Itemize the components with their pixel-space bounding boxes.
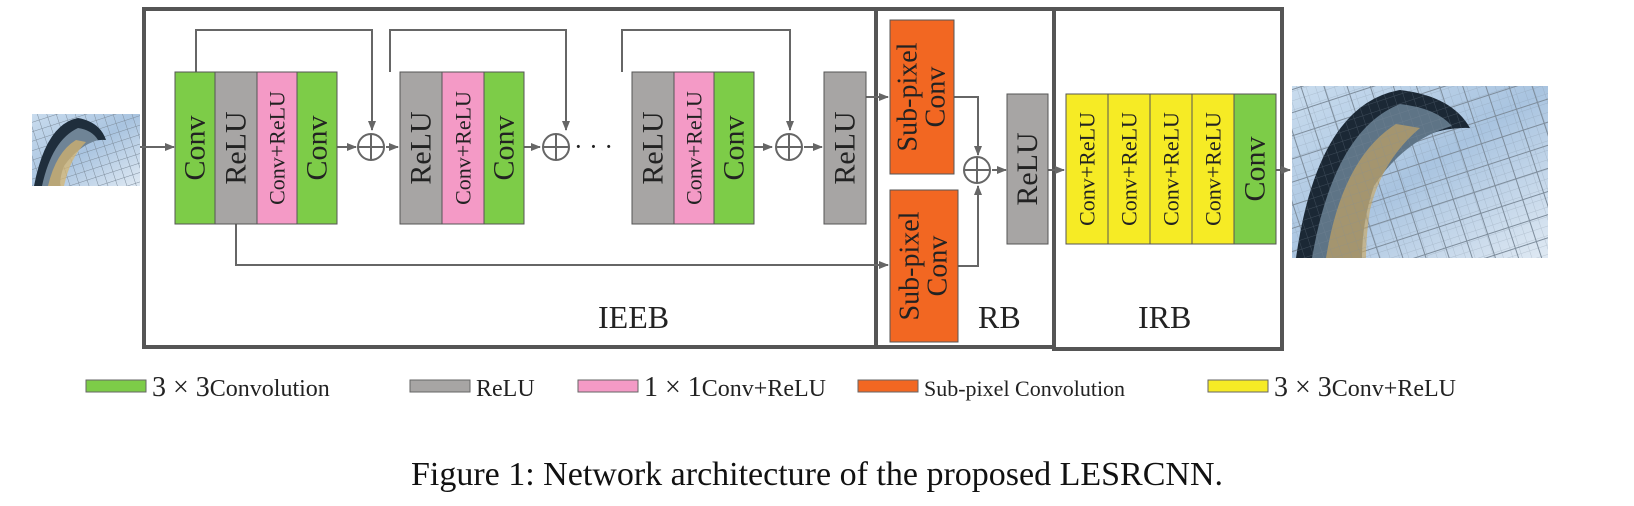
- relu-layer-label: ReLU: [220, 111, 253, 185]
- sum-node: [963, 156, 991, 184]
- conv3x3-relu-layer-box: [1149, 93, 1193, 245]
- subpixel-conv-layer-label: Sub-pixel: [895, 211, 926, 320]
- conv1x1-relu-layer-label: Conv+ReLU: [451, 91, 476, 205]
- legend-swatch: [857, 379, 919, 393]
- legend-label: ReLU: [476, 376, 535, 402]
- subpixel-conv-layer-box: [889, 189, 959, 343]
- conv-layer: Conv: [1233, 93, 1277, 245]
- relu-layer-label: ReLU: [829, 111, 862, 185]
- conv3x3-relu-layer-label: Conv+ReLU: [1075, 112, 1100, 226]
- conv-layer-label: Conv: [718, 115, 751, 180]
- connection-lines: [140, 29, 1291, 269]
- relu-layer-label: ReLU: [1011, 132, 1044, 206]
- legend-item: ReLU: [409, 376, 535, 402]
- output-image: [1292, 86, 1548, 258]
- conv-layer: Conv: [713, 71, 755, 225]
- legend-label: Sub-pixel Convolution: [924, 376, 1125, 401]
- conv-layer: Conv: [483, 71, 525, 225]
- legend-label: 3 × 3Conv+ReLU: [1274, 372, 1456, 403]
- conv1x1-relu-layer-label: Conv+ReLU: [682, 91, 707, 205]
- conv3x3-relu-layer: Conv+ReLU: [1191, 93, 1235, 245]
- subpixel-conv-layer-label: Conv: [923, 236, 954, 297]
- relu-layer-box: [399, 71, 443, 225]
- legend-swatch: [409, 379, 471, 393]
- conv3x3-relu-layer-box: [1191, 93, 1235, 245]
- sum-node: [775, 133, 803, 161]
- conv-layer: Conv: [296, 71, 338, 225]
- conv-layer-label: Conv: [179, 115, 212, 180]
- sum-node: [542, 133, 570, 161]
- conv-layer-label: Conv: [301, 115, 334, 180]
- relu-layer: ReLU: [823, 71, 867, 225]
- input-image: [32, 114, 140, 186]
- subpixel-conv-layer-label: Conv: [921, 67, 952, 128]
- conv-layer-box: [483, 71, 525, 225]
- conv-layer-box: [713, 71, 755, 225]
- relu-layer-label: ReLU: [405, 111, 438, 185]
- legend-label: 1 × 1Conv+ReLU: [644, 372, 826, 403]
- legend-swatch: [577, 379, 639, 393]
- conv3x3-relu-layer: Conv+ReLU: [1107, 93, 1151, 245]
- sum-node: [357, 133, 385, 161]
- legend-item: 3 × 3Convolution: [85, 372, 330, 403]
- legend-item: 1 × 1Conv+ReLU: [577, 372, 826, 403]
- relu-layer: ReLU: [214, 71, 258, 225]
- conv-layer-label: Conv: [1239, 136, 1272, 201]
- subpixel-conv-layer-box: [889, 19, 955, 175]
- conv1x1-relu-layer: Conv+ReLU: [673, 71, 715, 225]
- conv1x1-relu-layer: Conv+ReLU: [256, 71, 298, 225]
- relu-layer-box: [1006, 93, 1049, 245]
- conv-layer-box: [296, 71, 338, 225]
- legend-label: 3 × 3Convolution: [152, 372, 330, 403]
- relu-layer-label: ReLU: [637, 111, 670, 185]
- rb-label: RB: [978, 299, 1021, 335]
- relu-layer: ReLU: [631, 71, 675, 225]
- relu-layer-box: [214, 71, 258, 225]
- subpixel-conv-layer-label: Sub-pixel: [893, 42, 924, 151]
- conv-layer: Conv: [174, 71, 216, 225]
- relu-layer: ReLU: [399, 71, 443, 225]
- conv-layer-label: Conv: [488, 115, 521, 180]
- conv3x3-relu-layer-label: Conv+ReLU: [1117, 112, 1142, 226]
- relu-layer-box: [823, 71, 867, 225]
- figure-caption: Figure 1: Network architecture of the pr…: [410, 456, 1224, 493]
- conv3x3-relu-layer-label: Conv+ReLU: [1201, 112, 1226, 226]
- ellipsis: · · ·: [574, 132, 613, 161]
- conv1x1-relu-layer: Conv+ReLU: [441, 71, 485, 225]
- conv3x3-relu-layer: Conv+ReLU: [1065, 93, 1109, 245]
- conv3x3-relu-layer: Conv+ReLU: [1149, 93, 1193, 245]
- conv-layer-box: [1233, 93, 1277, 245]
- relu-layer-box: [631, 71, 675, 225]
- conv3x3-relu-layer-box: [1065, 93, 1109, 245]
- irb-label: IRB: [1138, 299, 1191, 335]
- irb-frame: [1052, 7, 1284, 351]
- conv1x1-relu-layer-box: [256, 71, 298, 225]
- conv3x3-relu-layer-label: Conv+ReLU: [1159, 112, 1184, 226]
- conv-layer-box: [174, 71, 216, 225]
- conv1x1-relu-layer-box: [441, 71, 485, 225]
- ieeb-label: IEEB: [598, 299, 669, 335]
- legend-item: 3 × 3Conv+ReLU: [1207, 372, 1456, 403]
- legend: 3 × 3Convolution ReLU 1 × 1Conv+ReLU Sub-pi…: [85, 372, 1456, 403]
- legend-item: Sub-pixel Convolution: [857, 376, 1125, 401]
- relu-layer: ReLU: [1006, 93, 1049, 245]
- conv1x1-relu-layer-label: Conv+ReLU: [265, 91, 290, 205]
- legend-swatch: [85, 379, 147, 393]
- legend-swatch: [1207, 379, 1269, 393]
